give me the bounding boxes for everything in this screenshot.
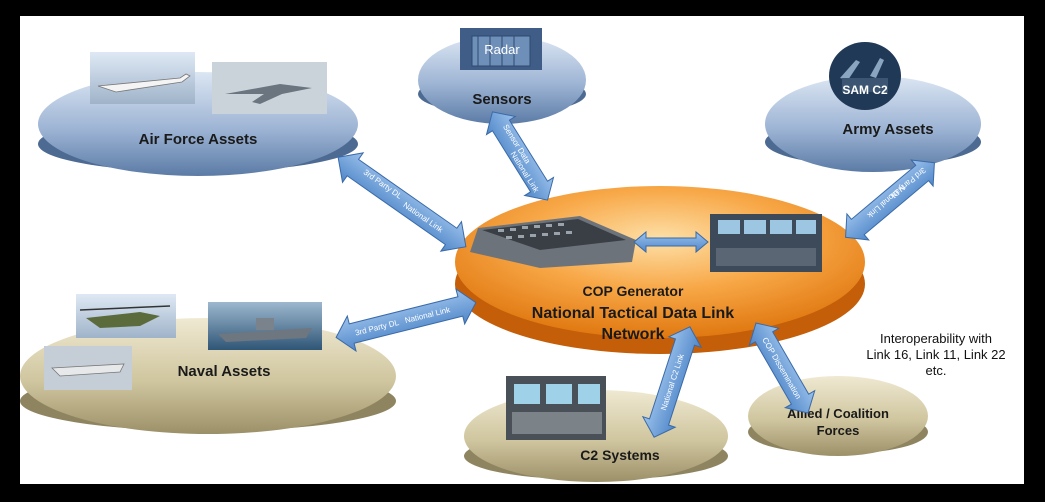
- naval-node: Naval Assets: [20, 294, 396, 434]
- allied-label-line2: Forces: [817, 423, 860, 438]
- interop-line-1: Interoperability with: [880, 331, 992, 346]
- air-force-node: Air Force Assets: [38, 52, 358, 176]
- interoperability-note: Interoperability with Link 16, Link 11, …: [846, 331, 1024, 379]
- air-force-link-arrow: 3rd Party DL National Link: [337, 152, 467, 252]
- army-label: Army Assets: [842, 121, 933, 138]
- interop-line-3: etc.: [925, 363, 947, 378]
- sensors-label: Sensors: [472, 91, 531, 108]
- control-room-photo: [470, 216, 636, 268]
- internal-link-arrow: [633, 230, 709, 254]
- air-force-label: Air Force Assets: [139, 131, 258, 148]
- cop-node: COP Generator National Tactical Data Lin…: [455, 186, 865, 354]
- cop-title-line1: COP Generator: [583, 283, 684, 299]
- sam-image-label: SAM C2: [842, 83, 888, 97]
- army-node: SAM C2 Army Assets: [765, 42, 981, 172]
- sam-photo: [829, 42, 901, 110]
- operations-center-photo: [710, 214, 822, 272]
- interop-line-2: Link 16, Link 11, Link 22: [866, 347, 1006, 362]
- cop-title-line2: National Tactical Data Link: [532, 305, 735, 322]
- naval-label: Naval Assets: [178, 363, 271, 380]
- allied-node: Allied / Coalition Forces: [748, 376, 928, 456]
- c2-label: C2 Systems: [580, 447, 660, 463]
- naval-link-arrow: 3rd Party DL National Link: [335, 287, 477, 353]
- c2-node: C2 Systems: [464, 376, 728, 482]
- sensors-node: Radar Sensors: [418, 28, 586, 124]
- allied-label-line1: Allied / Coalition: [787, 406, 889, 421]
- network-diagram: Air Force Assets Radar Sensors SAM C2 Ar…: [20, 28, 981, 482]
- diagram-frame: Air Force Assets Radar Sensors SAM C2 Ar…: [20, 16, 1024, 484]
- radar-image-label: Radar: [484, 42, 520, 57]
- cop-title-line3: Network: [601, 326, 664, 343]
